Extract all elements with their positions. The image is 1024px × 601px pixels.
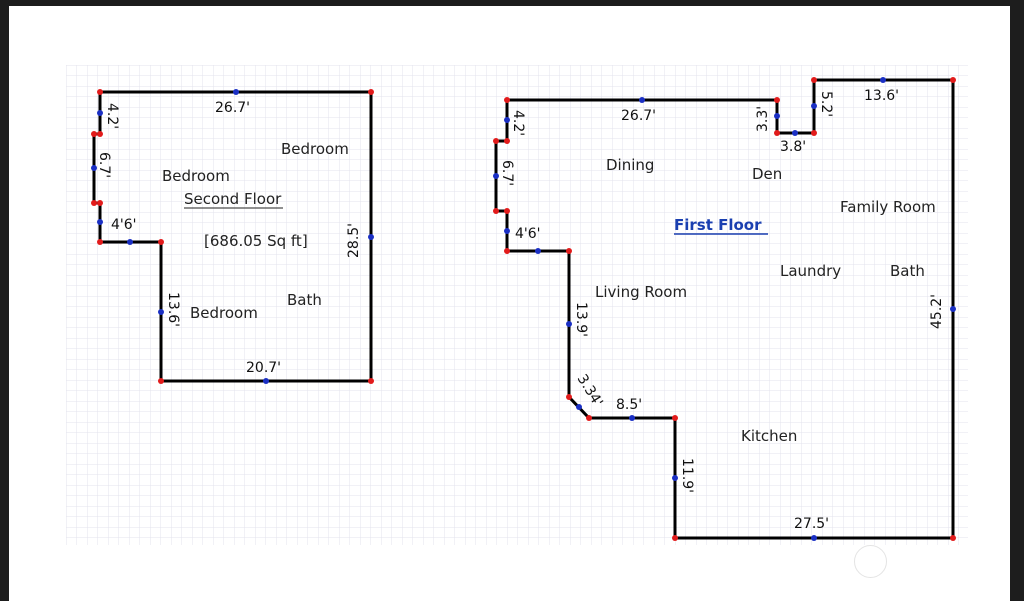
first-floor-dim-13-6: 13.6' — [864, 88, 899, 104]
second-floor-room-bedroom-1: Bedroom — [281, 140, 349, 158]
first-floor-room-family-room: Family Room — [840, 198, 936, 216]
first-floor-room-living-room: Living Room — [595, 283, 687, 301]
first-floor-dim-4-6: 4'6' — [515, 226, 541, 242]
second-floor-dim-bottom: 20.7' — [246, 360, 281, 376]
second-floor-plan: 26.7' 4.2' 6.7' 4'6' 28.5' 13.6' 20.7' B… — [91, 89, 374, 384]
second-floor-dim-top: 26.7' — [215, 100, 250, 116]
first-floor-room-laundry: Laundry — [780, 262, 841, 280]
first-floor-dim-13-9: 13.9' — [573, 302, 589, 337]
window-frame-top — [0, 0, 1024, 6]
first-floor-room-bath: Bath — [890, 262, 925, 280]
second-floor-dim-28-5: 28.5' — [346, 223, 362, 258]
first-floor-title: First Floor — [674, 216, 762, 234]
second-floor-room-bath: Bath — [287, 291, 322, 309]
first-floor-dim-top: 26.7' — [621, 108, 656, 124]
second-floor-dim-6-7: 6.7' — [96, 152, 112, 178]
first-floor-dim-4-2: 4.2' — [510, 110, 526, 136]
grid-background — [66, 65, 968, 545]
first-floor-dim-8-5: 8.5' — [616, 397, 642, 413]
second-floor-room-bedroom-3: Bedroom — [190, 304, 258, 322]
first-floor-corner-nodes — [493, 77, 956, 541]
second-floor-dim-4-2: 4.2' — [104, 103, 120, 129]
first-floor-mid-nodes — [493, 77, 956, 541]
first-floor-dim-6-7: 6.7' — [499, 160, 515, 186]
second-floor-room-bedroom-2: Bedroom — [162, 167, 230, 185]
second-floor-mid-nodes — [91, 89, 374, 384]
second-floor-dim-13-6: 13.6' — [165, 292, 181, 327]
first-floor-room-den: Den — [752, 165, 782, 183]
first-floor-dim-5-2: 5.2' — [818, 91, 834, 117]
first-floor-dim-45-2: 45.2' — [929, 294, 945, 329]
first-floor-room-kitchen: Kitchen — [741, 427, 797, 445]
first-floor-dim-3-8: 3.8' — [780, 139, 806, 155]
second-floor-title: Second Floor — [184, 190, 282, 208]
second-floor-dim-4-6: 4'6' — [111, 217, 137, 233]
second-floor-corner-nodes — [91, 89, 374, 384]
window-frame-right — [1010, 0, 1024, 601]
window-frame-left — [0, 0, 9, 601]
first-floor-plan: 26.7' 4.2' 6.7' 4'6' 3.3' 3.8' 5.2' 13.6… — [493, 77, 956, 541]
first-floor-dim-3-3: 3.3' — [755, 106, 771, 132]
corner-circle-icon — [854, 545, 887, 578]
second-floor-area: [686.05 Sq ft] — [204, 232, 308, 250]
first-floor-room-dining: Dining — [606, 156, 654, 174]
first-floor-dim-bottom: 27.5' — [794, 516, 829, 532]
first-floor-dim-11-9: 11.9' — [679, 458, 695, 493]
